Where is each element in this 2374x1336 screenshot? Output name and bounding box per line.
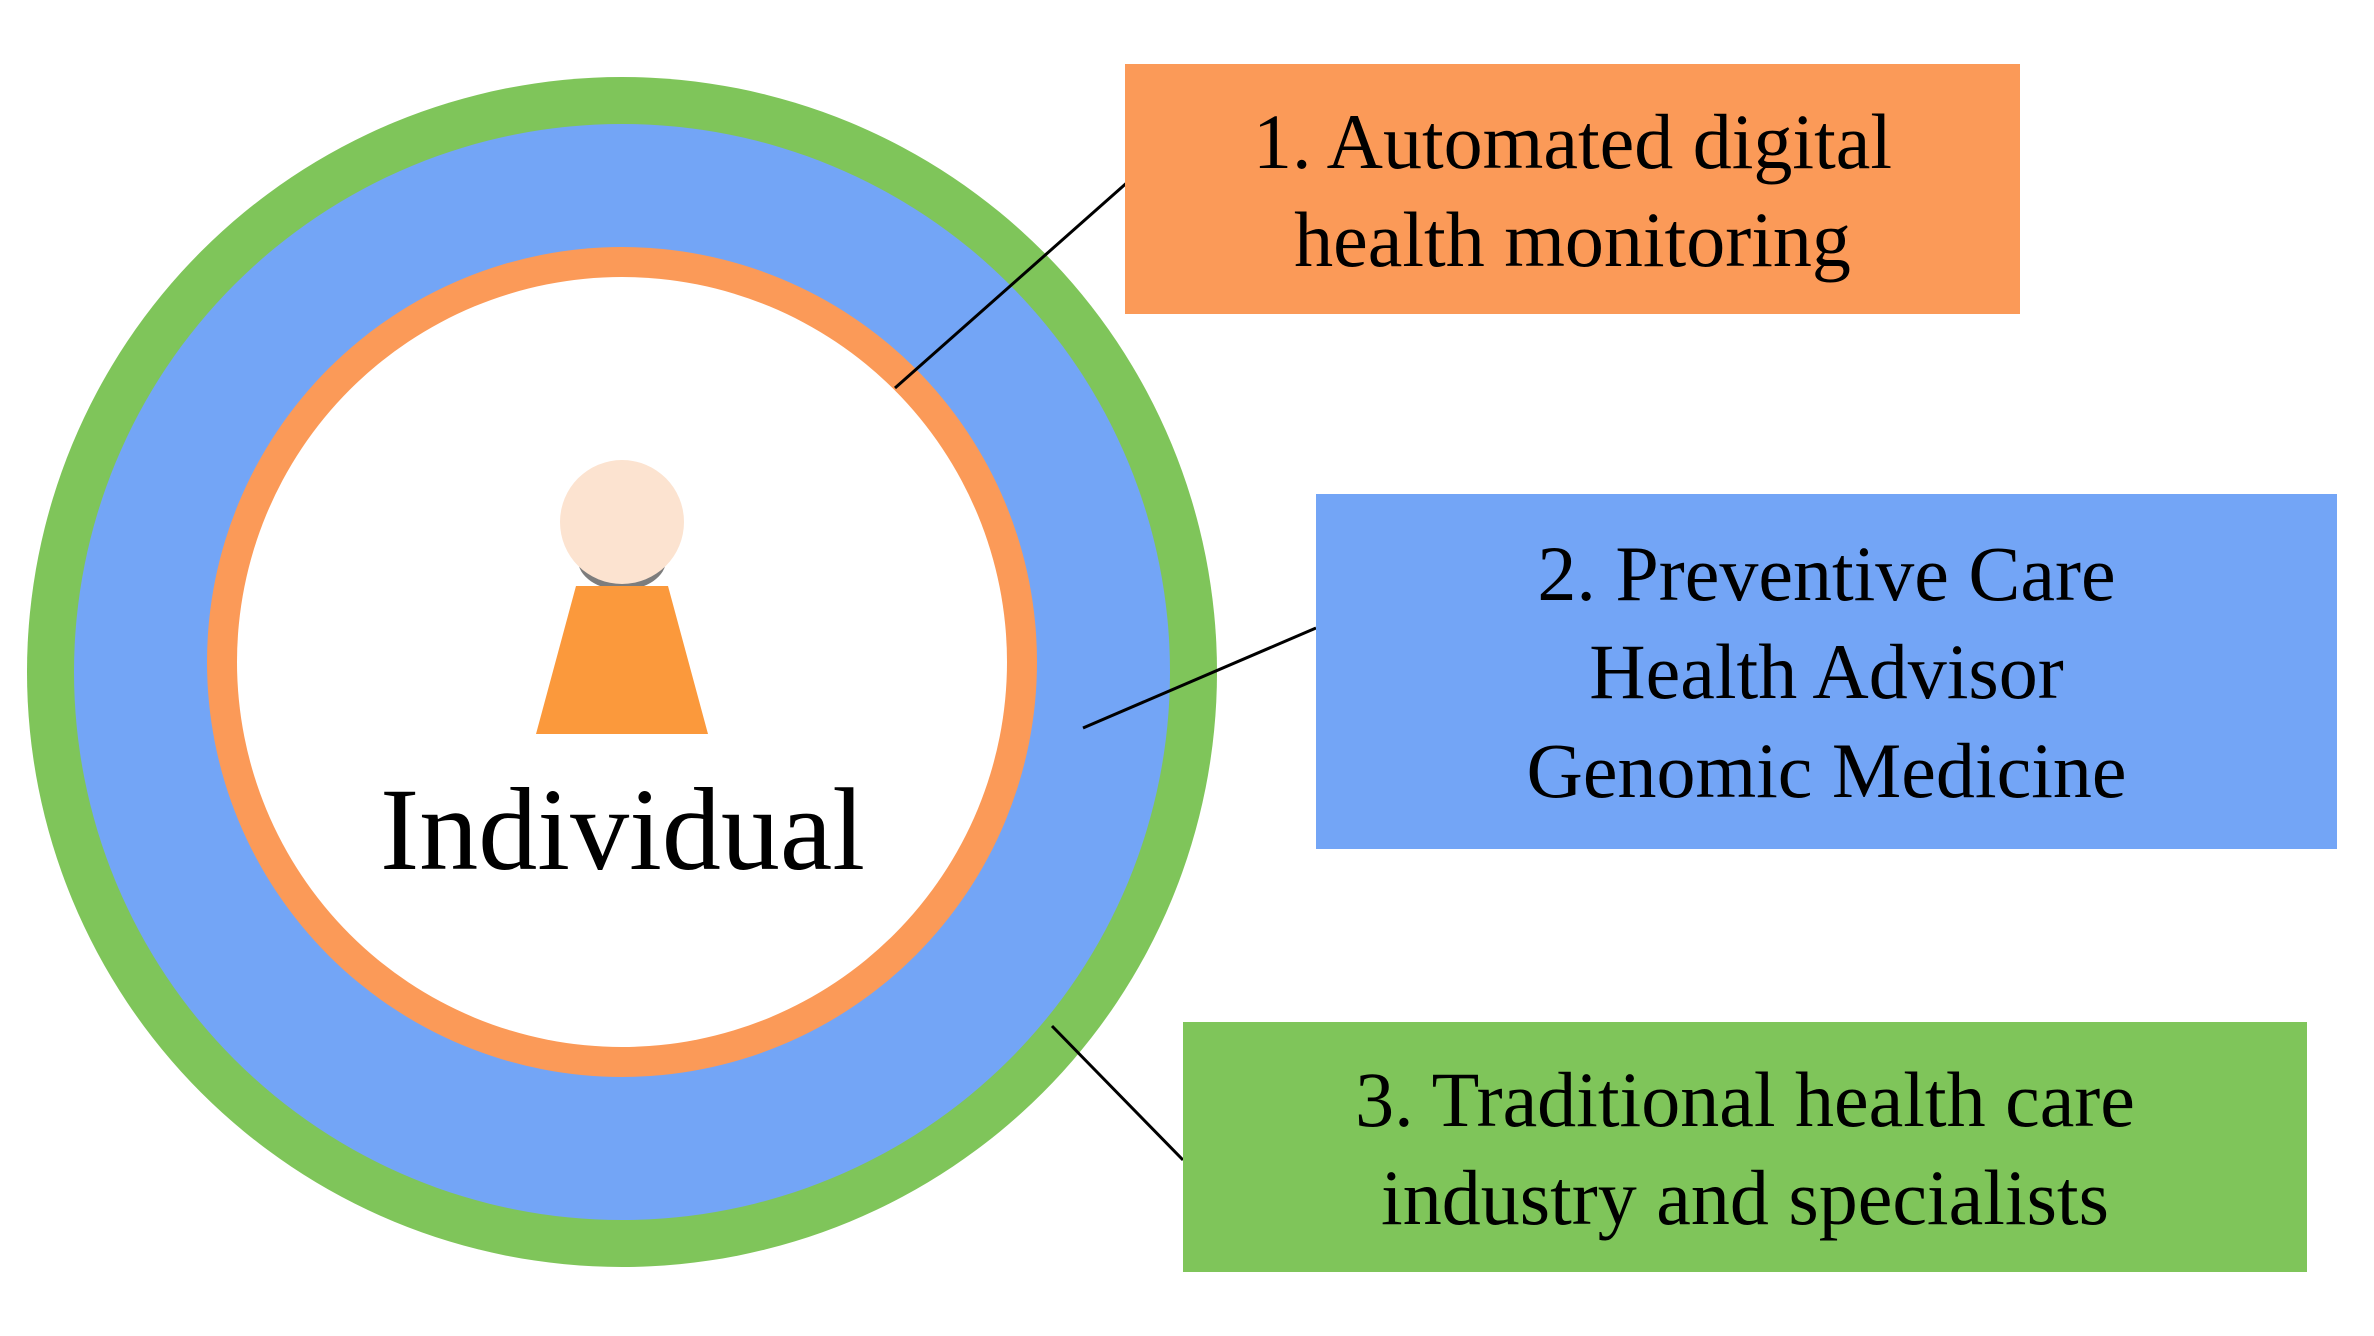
layer-1-line-1: 1. Automated digital (1252, 97, 1893, 185)
connector-line-2 (1082, 626, 1317, 730)
person-body (536, 586, 708, 734)
layer-1-box: 1. Automated digital health monitoring (1125, 64, 2020, 314)
individual-label: Individual (379, 764, 866, 895)
connector-line-3 (1050, 1024, 1185, 1162)
layer-1-line-2: health monitoring (1294, 196, 1851, 283)
person-icon (536, 460, 708, 734)
layer-2-line-3: Genomic Medicine (1526, 726, 2127, 814)
connector-line-1 (894, 178, 1131, 390)
layer-2-line-2: Health Advisor (1589, 628, 2064, 716)
layer-2-line-1: 2. Preventive Care (1537, 530, 2116, 618)
person-head (560, 460, 684, 584)
layer-3-line-1: 3. Traditional health care (1355, 1055, 2135, 1143)
layer-3-box: 3. Traditional health care industry and s… (1183, 1022, 2307, 1272)
layer-3-line-2: industry and specialists (1381, 1154, 2109, 1241)
